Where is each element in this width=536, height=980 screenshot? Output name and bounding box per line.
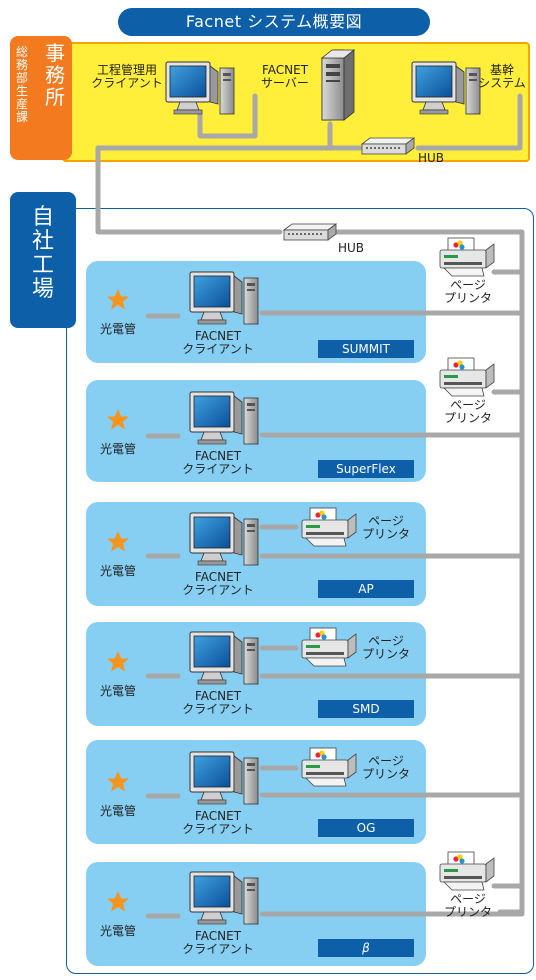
page-printer-label: ページ プリンタ: [443, 278, 492, 305]
star-icon: [107, 289, 129, 310]
client-label: FACNET クライアント: [182, 809, 254, 836]
office-sublabel: 総 務 部 生 産 課: [15, 45, 28, 124]
local-printer-icon: [301, 507, 357, 547]
office-hub-icon: [361, 137, 415, 155]
factory-hub-label: HUB: [338, 241, 365, 255]
client-label: FACNET クライアント: [182, 329, 254, 356]
factory-frame: [66, 208, 534, 974]
client-computer-icon: [189, 271, 259, 325]
process-client-computer-icon: [165, 61, 235, 115]
office-hub-label: HUB: [418, 151, 445, 165]
sensor-label: 光電管: [99, 804, 136, 818]
star-icon: [107, 891, 129, 912]
page-printer-label: ページ プリンタ: [443, 398, 492, 425]
server-icon: [320, 49, 356, 121]
line-badge-superflex: SuperFlex: [318, 460, 414, 478]
client-label: FACNET クライアント: [182, 449, 254, 476]
factory-tab: [10, 192, 76, 328]
client-computer-icon: [189, 871, 259, 925]
line-badge-og: OG: [318, 819, 414, 837]
line-badge-beta: β: [318, 939, 414, 957]
client-label: FACNET クライアント: [182, 929, 254, 956]
page-printer-label: ページ プリンタ: [443, 892, 492, 919]
page-printer-icon: [439, 851, 495, 891]
core-system-label: 基幹 システム: [478, 63, 526, 90]
core-system-computer-icon: [411, 61, 481, 115]
client-label: FACNET クライアント: [182, 689, 254, 716]
page-printer-icon: [439, 357, 495, 397]
page-printer-icon: [439, 237, 495, 277]
local-printer-icon: [301, 747, 357, 787]
local-printer-label: ページ プリンタ: [361, 634, 410, 661]
star-icon: [107, 771, 129, 792]
sensor-label: 光電管: [99, 684, 136, 698]
diagram-title: Facnet システム概要図: [118, 8, 430, 36]
sensor-label: 光電管: [99, 924, 136, 938]
local-printer-label: ページ プリンタ: [361, 514, 410, 541]
sensor-label: 光電管: [99, 442, 136, 456]
client-computer-icon: [189, 631, 259, 685]
line-badge-smd: SMD: [318, 700, 414, 718]
process-client-label: 工程管理用 クライアント: [91, 63, 163, 90]
office-tab: [10, 36, 72, 160]
office-label: 事 務 所: [45, 41, 65, 109]
local-printer-label: ページ プリンタ: [361, 754, 410, 781]
client-computer-icon: [189, 391, 259, 445]
star-icon: [107, 409, 129, 430]
client-computer-icon: [189, 512, 259, 566]
star-icon: [107, 531, 129, 552]
factory-label: 自 社 工 場: [31, 205, 54, 302]
sensor-label: 光電管: [99, 564, 136, 578]
local-printer-icon: [301, 627, 357, 667]
client-computer-icon: [189, 751, 259, 805]
factory-hub-icon: [283, 223, 337, 241]
sensor-label: 光電管: [99, 322, 136, 336]
client-label: FACNET クライアント: [182, 570, 254, 597]
server-label: FACNET サーバー: [261, 63, 309, 90]
star-icon: [107, 651, 129, 672]
line-badge-summit: SUMMIT: [318, 340, 414, 358]
line-badge-ap: AP: [318, 580, 414, 598]
